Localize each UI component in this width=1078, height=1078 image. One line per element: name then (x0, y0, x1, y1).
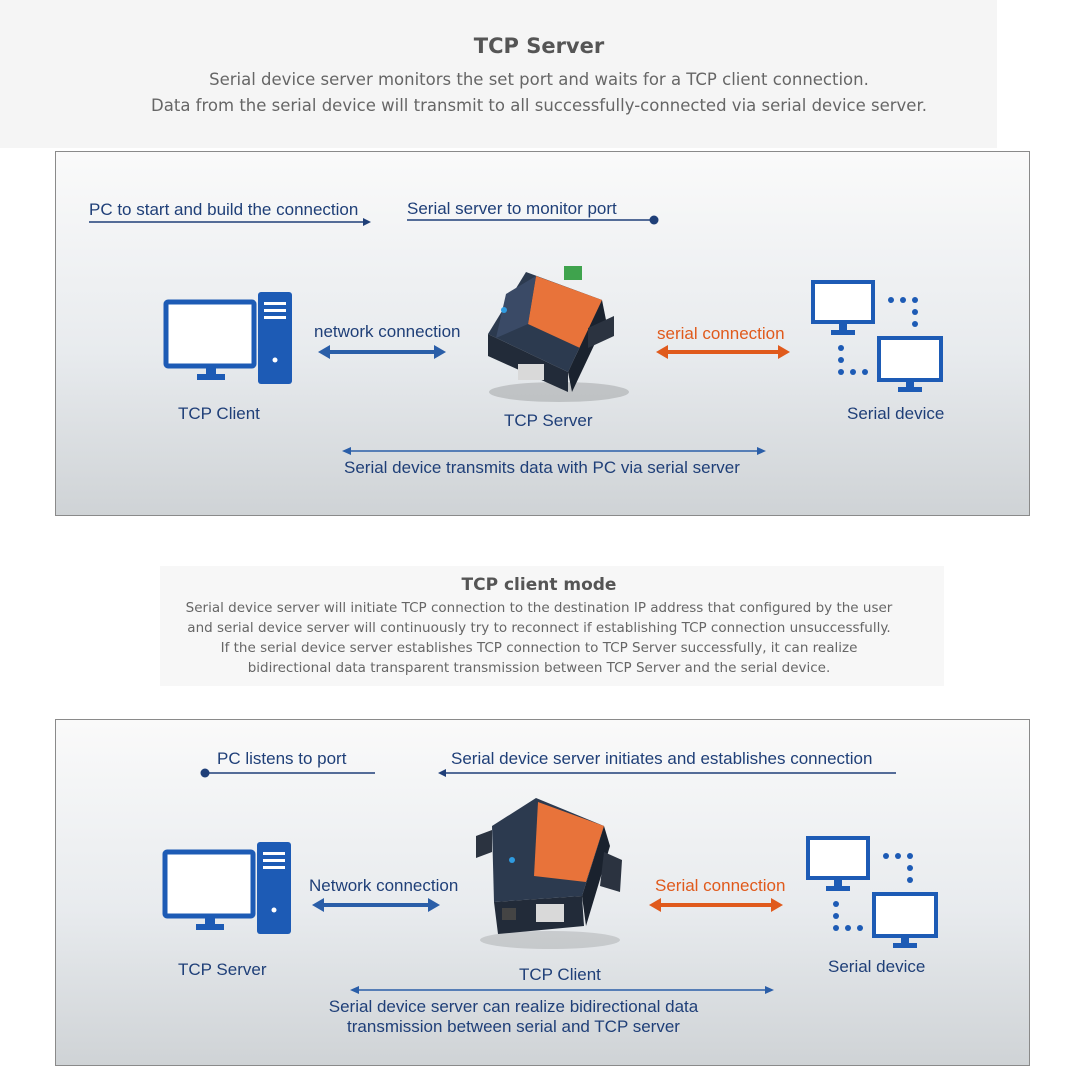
top-left-label: PC to start and build the connection (89, 200, 359, 219)
serial-double-arrow (656, 345, 790, 359)
top-right-label: Serial device server initiates and estab… (451, 749, 873, 768)
serial-ethernet-converter-icon (476, 798, 622, 949)
bottom-double-arrow (342, 447, 766, 455)
section-desc-line: Serial device server will initiate TCP c… (185, 600, 893, 616)
tcp-client-header (160, 566, 944, 686)
serial-device-monitors-icon (811, 280, 943, 392)
arrow-left (438, 769, 896, 777)
network-connection-label: network connection (314, 322, 461, 341)
serial-connection-label: serial connection (657, 324, 785, 343)
bottom-label: Serial device server can realize bidirec… (328, 997, 699, 1016)
right-device-label: Serial device (828, 957, 926, 976)
serial-connection-label: Serial connection (655, 876, 786, 895)
section-title-tcp-client: TCP client mode (461, 575, 617, 595)
tcp-client-diagram: PC listens to port Serial device server … (55, 719, 1030, 1066)
arrow-right (89, 218, 371, 226)
network-double-arrow (318, 345, 446, 359)
section-desc-line: bidirectional data transparent transmiss… (247, 660, 831, 676)
bottom-label: Serial device transmits data with PC via… (344, 458, 740, 477)
section-desc-line: If the serial device server establishes … (220, 640, 858, 656)
section-title-tcp-server: TCP Server (473, 34, 605, 58)
tcp-server-header (0, 0, 997, 148)
serial-double-arrow (649, 898, 783, 912)
left-device-label: TCP Client (178, 404, 260, 423)
right-device-label: Serial device (847, 404, 945, 423)
port-marker (200, 768, 375, 778)
port-marker (407, 215, 659, 225)
network-double-arrow (312, 898, 440, 912)
bottom-label: transmission between serial and TCP serv… (347, 1017, 680, 1036)
bottom-double-arrow (350, 986, 774, 994)
section-desc-line: Data from the serial device will transmi… (151, 96, 927, 115)
section-desc-line: and serial device server will continuous… (187, 620, 891, 636)
center-device-label: TCP Server (504, 411, 593, 430)
desktop-computer-icon (163, 292, 292, 384)
left-device-label: TCP Server (178, 960, 267, 979)
network-connection-label: Network connection (309, 876, 459, 895)
serial-device-monitors-icon (806, 836, 938, 948)
top-left-label: PC listens to port (217, 749, 347, 768)
top-right-label: Serial server to monitor port (407, 199, 617, 218)
serial-ethernet-converter-icon (488, 266, 629, 402)
section-desc-line: Serial device server monitors the set po… (209, 70, 869, 89)
desktop-computer-icon (162, 842, 291, 934)
center-device-label: TCP Client (519, 965, 601, 984)
tcp-server-diagram: PC to start and build the connection Ser… (55, 151, 1030, 516)
